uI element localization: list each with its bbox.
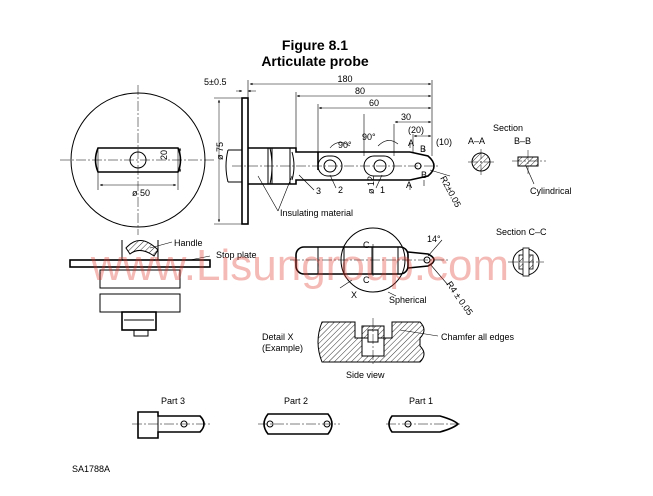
dia-75-label: ø 75 <box>215 142 225 160</box>
probe-side-view: ø 75 A A B B 18 <box>204 74 463 225</box>
detail-x-title: Detail X <box>262 332 294 342</box>
angle-14: 14° <box>427 234 441 244</box>
chamfer-label: Chamfer all edges <box>441 332 515 342</box>
part-ref-3: 3 <box>316 186 321 196</box>
section-cc: Section C–C <box>496 227 547 277</box>
side-elevation: Handle Stop plate <box>69 238 257 337</box>
length-20: (20) <box>408 125 424 135</box>
angle-90-b: 90° <box>362 132 376 142</box>
figure-title: Figure 8.1 <box>282 37 348 53</box>
length-60: 60 <box>369 98 379 108</box>
total-length-180: 180 <box>337 74 352 84</box>
part-3: Part 3 <box>132 396 210 439</box>
detail-x-example: (Example) <box>262 343 303 353</box>
detail-x-marker: X <box>351 290 357 300</box>
section-aa-label: A–A <box>468 136 485 146</box>
section-bb-label: B–B <box>514 136 531 146</box>
part-3-label: Part 3 <box>161 396 185 406</box>
section-cc-label: Section C–C <box>496 227 547 237</box>
part-2-label: Part 2 <box>284 396 308 406</box>
figure-subtitle: Articulate probe <box>261 53 369 69</box>
cylindrical-label: Cylindrical <box>530 186 572 196</box>
part-1: Part 1 <box>386 396 462 433</box>
spherical-label: Spherical <box>389 295 427 305</box>
insulating-material-label: Insulating material <box>280 208 353 218</box>
section-a-bottom: A <box>406 180 412 190</box>
detail-x: Detail X (Example) Chamfer all edges Sid… <box>262 318 515 380</box>
section-b-top: B <box>420 144 426 154</box>
handle-label: Handle <box>174 238 203 248</box>
section-c-top: C <box>363 240 370 250</box>
part-ref-1: 1 <box>380 185 385 195</box>
stop-plate-label: Stop plate <box>216 250 257 260</box>
section-a-top: A <box>408 138 414 148</box>
part-ref-2: 2 <box>338 185 343 195</box>
angle-90-a: 90° <box>338 140 352 150</box>
figure-code: SA1788A <box>72 464 110 474</box>
part-1-label: Part 1 <box>409 396 433 406</box>
section-heading: Section <box>493 123 523 133</box>
width-20-label: 20 <box>159 150 169 160</box>
handle-top <box>125 240 159 257</box>
watermark-text: www.Lisungroup.com <box>90 241 509 290</box>
dia-12-label: ø 12 <box>366 176 376 194</box>
section-b-bottom: B <box>421 170 427 180</box>
length-10: (10) <box>436 137 452 147</box>
length-30: 30 <box>401 112 411 122</box>
front-view: ø 50 20 <box>60 85 215 235</box>
dia-50-label: ø 50 <box>132 188 150 198</box>
part-2: Part 2 <box>258 396 340 435</box>
probe-tip <box>409 151 435 181</box>
flange <box>241 97 249 225</box>
length-80: 80 <box>355 86 365 96</box>
flange-thickness: 5±0.5 <box>204 77 226 87</box>
sections-aa-bb: Section A–A B–B Cylindrical <box>468 123 572 196</box>
section-c-bottom: C <box>363 275 370 285</box>
side-view-label: Side view <box>346 370 385 380</box>
radius-r2: R2±0.05 <box>438 174 463 209</box>
stop-plate <box>69 259 211 268</box>
